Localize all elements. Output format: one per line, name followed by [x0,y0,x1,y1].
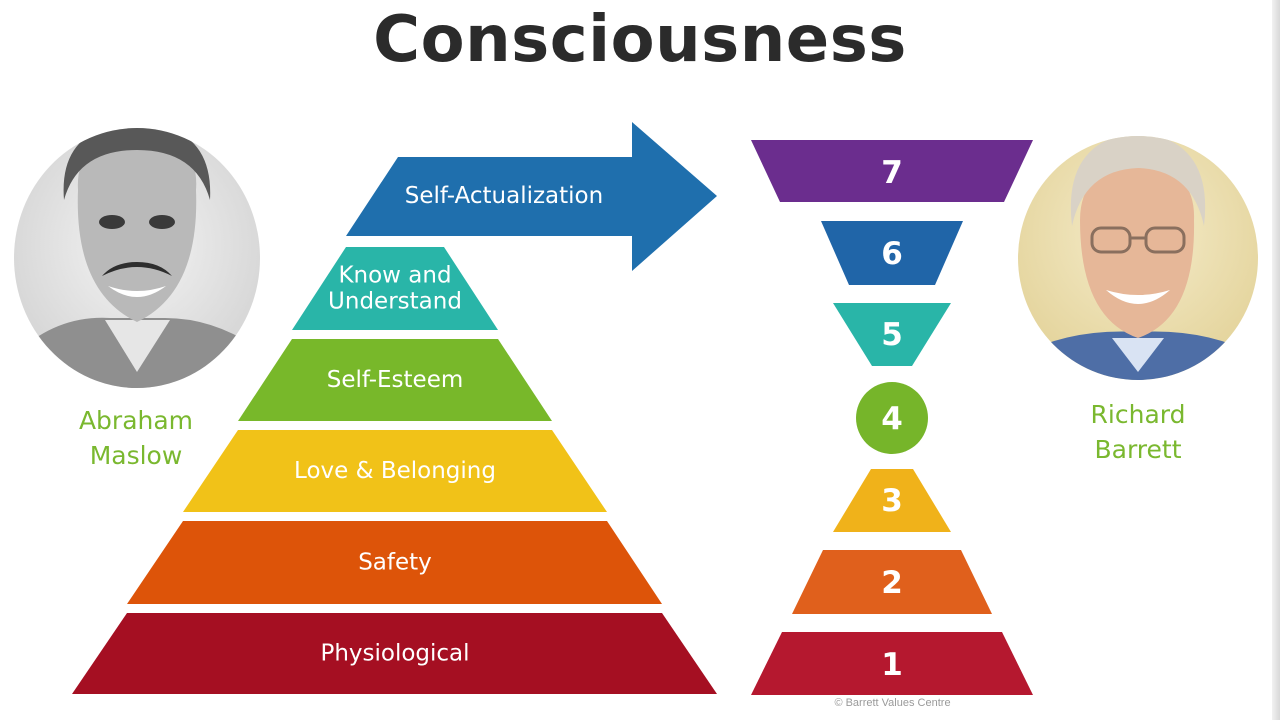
barrett-level-shape [833,303,951,366]
maslow-name: Abraham Maslow [46,403,226,473]
maslow-tier-shape [238,339,552,421]
maslow-tier-label: Understand [328,289,462,315]
barrett-level-number: 6 [881,236,903,272]
barrett-name: Richard Barrett [1048,397,1228,467]
maslow-tier-shape [127,521,662,604]
window-edge [1272,0,1280,720]
barrett-level-shape [751,632,1033,695]
maslow-pyramid: Physiological Safety Love & Belonging Self-… [72,247,717,694]
maslow-tier-shape [183,430,607,512]
maslow-tier-label: Physiological [320,641,469,667]
maslow-first-name: Abraham [78,406,194,435]
maslow-level-self-esteem: Self-Esteem [238,339,552,421]
page-title: Consciousness [373,3,907,77]
barrett-level-number: 7 [881,155,903,191]
barrett-level-4: 4 [856,382,928,454]
maslow-level-physiological: Physiological [72,613,717,694]
barrett-first-name: Richard [1090,400,1186,429]
maslow-level-safety: Safety [127,521,662,604]
barrett-level-number: 4 [881,401,903,437]
barrett-level-6: 6 [821,221,963,285]
barrett-level-number: 2 [881,565,903,601]
self-actualization-arrow: Self-Actualization [346,122,717,271]
barrett-level-7: 7 [751,140,1033,202]
barrett-portrait [1018,136,1258,380]
barrett-seven-levels: 7 6 5 4 3 2 1 [751,140,1033,695]
barrett-level-shape [751,140,1033,202]
arrow-shape [346,122,717,271]
maslow-tier-label: Self-Esteem [327,367,464,393]
maslow-level-love-belonging: Love & Belonging [183,430,607,512]
barrett-level-shape [792,550,992,614]
barrett-level-shape [821,221,963,285]
barrett-level-5: 5 [833,303,951,366]
barrett-last-name: Barrett [1094,435,1182,464]
barrett-level-number: 5 [881,317,903,353]
barrett-level-number: 3 [881,483,903,519]
maslow-tier-label: Know and [338,263,451,289]
maslow-last-name: Maslow [89,441,183,470]
barrett-level-shape [833,469,951,532]
maslow-tier-label: Love & Belonging [294,458,496,484]
copyright-notice: © Barrett Values Centre [834,697,951,709]
maslow-tier-shape [292,247,498,330]
maslow-tier-shape [72,613,717,694]
barrett-level-shape [856,382,928,454]
barrett-level-1: 1 [751,632,1033,695]
barrett-level-number: 1 [881,647,903,683]
maslow-tier-label: Safety [358,550,432,576]
maslow-portrait [14,128,260,388]
barrett-level-2: 2 [792,550,992,614]
barrett-level-3: 3 [833,469,951,532]
arrow-label: Self-Actualization [405,183,603,209]
